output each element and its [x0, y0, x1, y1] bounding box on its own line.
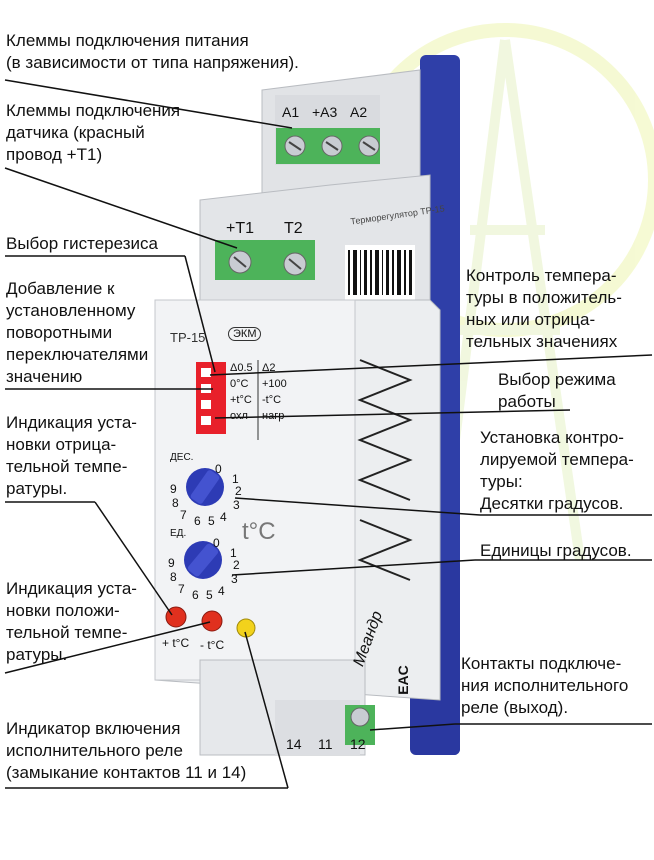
- model-label: ТР-15: [170, 330, 206, 345]
- annotation-units: Единицы градусов.: [480, 541, 632, 560]
- terminal-14: 14: [286, 736, 302, 752]
- housing-top: [261, 69, 421, 211]
- terminal-a1: A1: [282, 104, 300, 120]
- dial-tens-digits: 0 1 2 3 4 5 6 7 8 9: [170, 462, 242, 528]
- leader-lines: [4, 79, 653, 789]
- annotation-temp-control: Контроль темпера- туры в положитель- ных…: [466, 266, 622, 351]
- dial-tens-label: ДЕС.: [170, 452, 194, 463]
- terminal-t2: T2: [284, 220, 303, 237]
- barcode: [345, 245, 415, 300]
- terminal-a2: A2: [350, 104, 368, 120]
- annotation-power-terminals: Клеммы подключения питания (в зависимост…: [6, 31, 299, 72]
- annotation-sensor-terminals: Клеммы подключения датчика (красный пров…: [6, 101, 181, 164]
- annotation-mode-select: Выбор режима работы: [498, 370, 616, 411]
- annotation-relay-contacts: Контакты подключе- ния исполнительного р…: [461, 654, 629, 717]
- led-label-minus: - t°C: [200, 638, 225, 652]
- dial-units-label: ЕД.: [170, 528, 187, 539]
- annotation-relay-indicator: Индикатор включения исполнительного реле…: [6, 719, 247, 782]
- front-panel: [154, 299, 441, 701]
- dial-units-digits: 0 1 2 3 4 5 6 7 8 9: [168, 536, 240, 602]
- annotation-hysteresis: Выбор гистерезиса: [6, 234, 158, 253]
- brand-label: ЭКМ: [228, 327, 262, 341]
- terminal-a3: +A3: [312, 104, 338, 120]
- housing-middle: [199, 174, 431, 301]
- eac-mark: EAC: [394, 665, 411, 695]
- housing-bottom: [199, 659, 375, 756]
- annotation-setpoint: Установка контро- лируемой темпера- туры…: [480, 428, 634, 513]
- temp-symbol: t°C: [242, 518, 276, 545]
- terminal-12: 12: [350, 736, 366, 752]
- annotation-addition: Добавление к установленному поворотными …: [6, 279, 149, 386]
- terminal-t1: +T1: [226, 220, 255, 237]
- annotation-pos-indication: Индикация уста- новки положи- тельной те…: [6, 579, 137, 664]
- terminal-11: 11: [318, 736, 333, 752]
- side-print: [357, 359, 413, 581]
- led-label-plus: + t°C: [162, 636, 190, 650]
- annotation-neg-indication: Индикация уста- новки отрица- тельной те…: [6, 413, 137, 498]
